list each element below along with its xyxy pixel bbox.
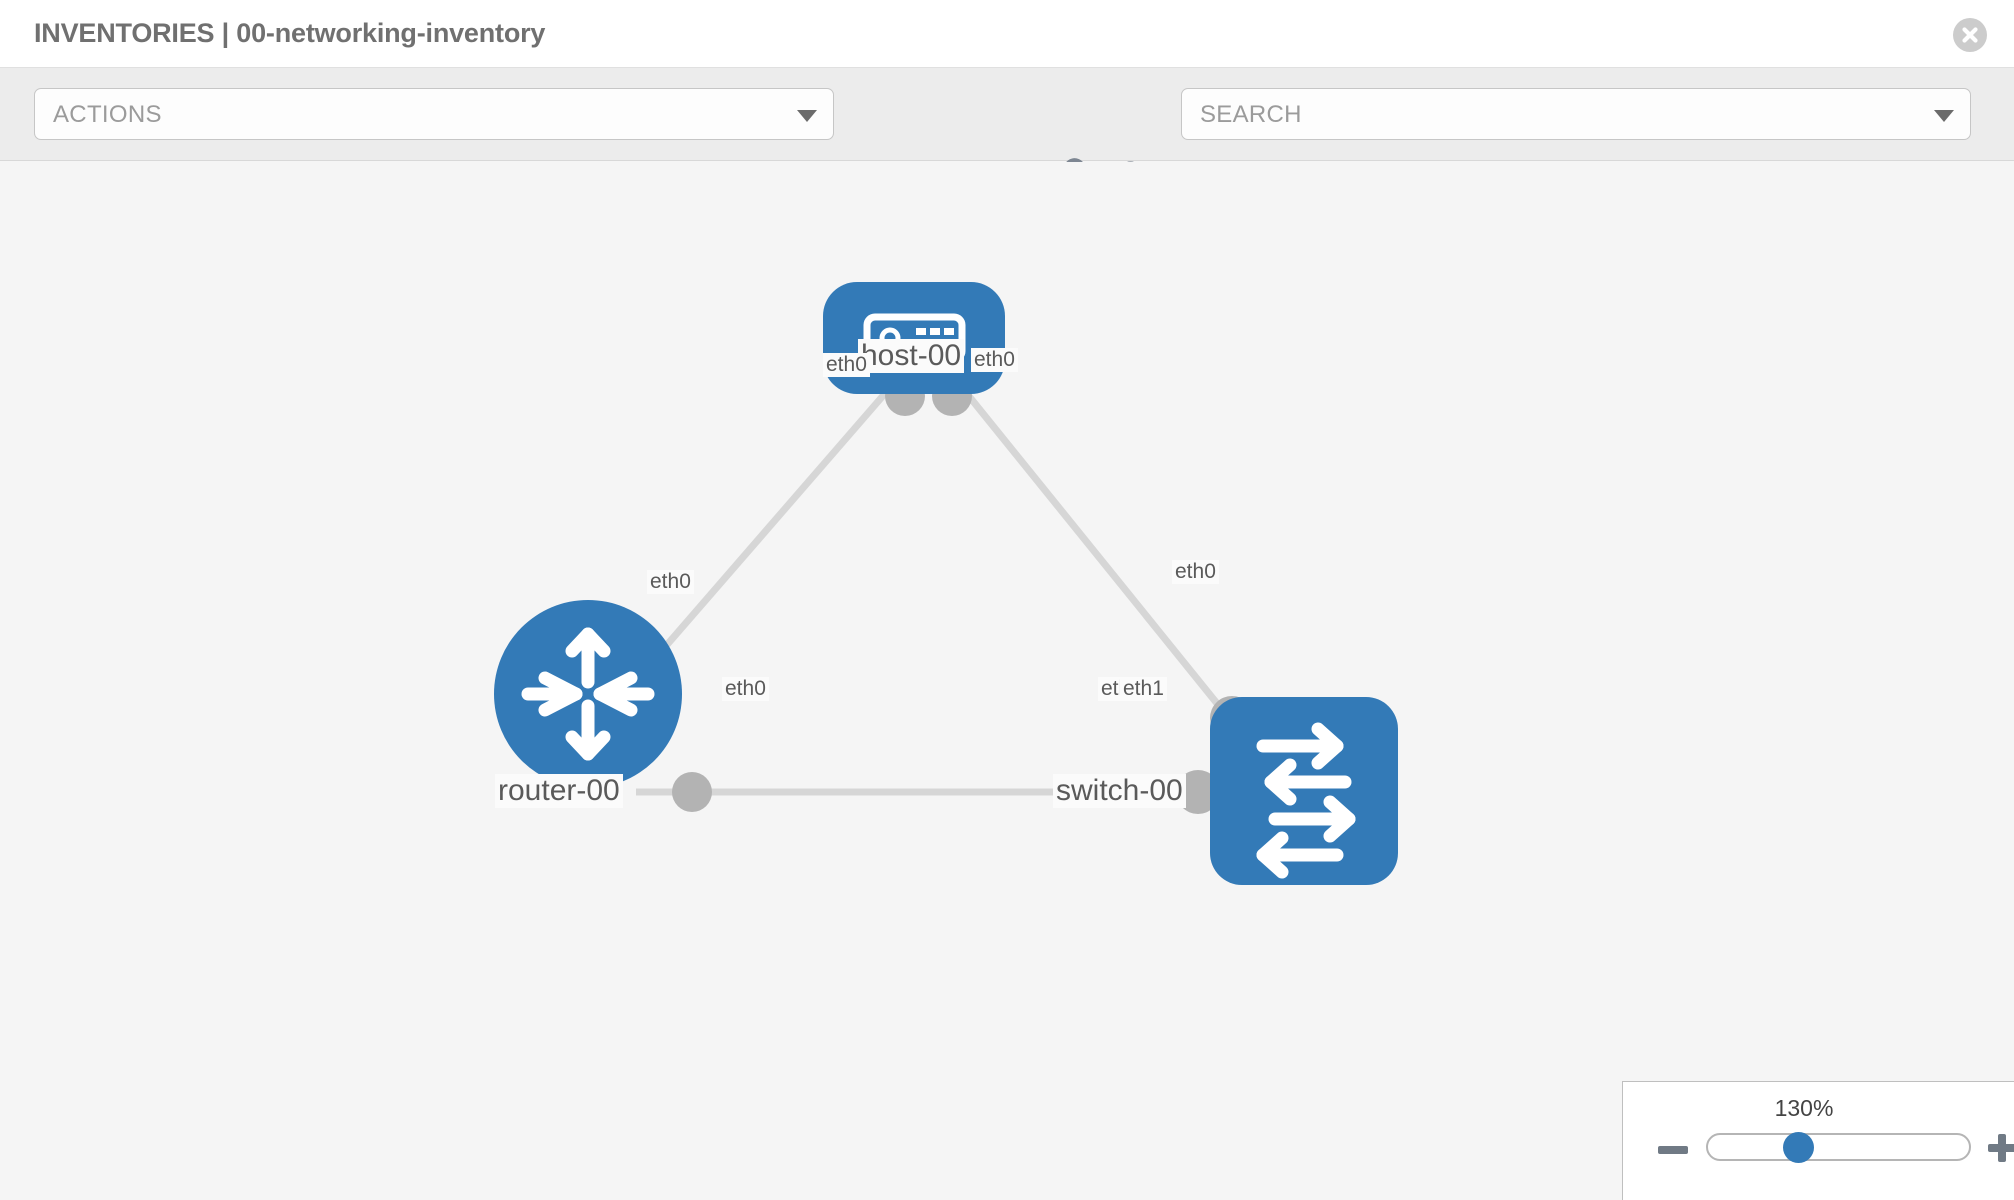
node-label-switch-00: switch-00 <box>1053 774 1186 808</box>
page-header: INVENTORIES | 00-networking-inventory <box>0 0 2014 68</box>
actions-dropdown-label: ACTIONS <box>53 101 162 128</box>
zoom-level-value: 130% <box>1774 1095 1834 1121</box>
interface-label: eth0 <box>823 353 870 378</box>
page-title: INVENTORIES | 00-networking-inventory <box>34 18 546 48</box>
zoom-control-panel: 130% <box>1622 1081 2014 1200</box>
zoom-out-button[interactable] <box>1658 1146 1688 1154</box>
connector-router-right <box>672 772 712 812</box>
interface-label: eth0 <box>722 677 769 702</box>
toolbar: ACTIONS SEARC <box>0 68 2014 193</box>
node-switch-00[interactable] <box>1210 697 1398 885</box>
connector-switch-left <box>1176 770 1220 814</box>
node-host-00[interactable] <box>823 282 1005 394</box>
connector-nubs <box>672 376 1254 814</box>
router-icon <box>521 627 655 761</box>
edge-host-switch <box>961 387 1235 725</box>
chevron-down-icon <box>1934 110 1954 122</box>
zoom-slider-track[interactable] <box>1706 1133 1971 1161</box>
interface-label: eth1 <box>1120 677 1167 702</box>
chevron-down-icon <box>797 110 817 122</box>
node-label-host-00: host-00 <box>858 339 965 373</box>
close-icon[interactable] <box>1953 18 1987 52</box>
zoom-slider-thumb[interactable] <box>1783 1132 1814 1163</box>
interface-label: eth0 <box>971 348 1018 373</box>
zoom-in-button[interactable] <box>1988 1134 2014 1162</box>
switch-icon <box>1256 722 1356 879</box>
search-input[interactable]: SEARCH <box>1181 88 1971 140</box>
search-placeholder: SEARCH <box>1200 101 1302 128</box>
topology-canvas[interactable]: host-00 router-00 switch-00 eth0 eth0 et… <box>0 162 2014 1200</box>
actions-dropdown[interactable]: ACTIONS <box>34 88 834 140</box>
topology-graph <box>494 282 1398 885</box>
node-router-00[interactable] <box>494 600 682 788</box>
interface-label: eth0 <box>647 570 694 595</box>
node-label-router-00: router-00 <box>495 774 623 808</box>
interface-label: eth0 <box>1172 560 1219 585</box>
